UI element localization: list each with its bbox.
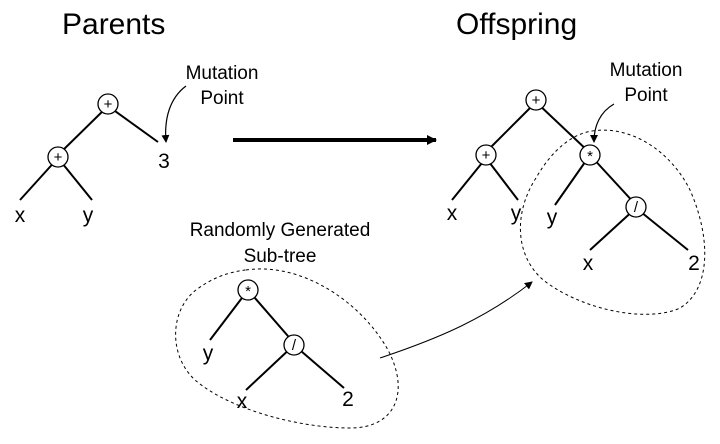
offspring-leaf-y: y: [511, 202, 522, 225]
offspring-div-leaf-x: x: [583, 252, 594, 275]
random-mult-operator: *: [245, 283, 251, 300]
random-subtree-outline: [175, 268, 399, 429]
random-leaf-x: x: [237, 390, 248, 413]
parent-root-node: [97, 93, 119, 115]
parent-leaf-y: y: [83, 204, 94, 227]
random-subtree-label-line1: Randomly Generated: [190, 220, 371, 241]
offspring-div-operator: /: [634, 199, 639, 216]
offspring-root-operator: +: [532, 92, 541, 109]
offspring-left-operator: +: [482, 147, 491, 164]
edge: [451, 157, 487, 201]
edge: [293, 344, 345, 389]
offspring-root-node: [525, 89, 547, 111]
random-mult-node: [237, 279, 259, 301]
parent-root-operator: +: [104, 96, 113, 113]
edge: [485, 101, 537, 153]
edge: [247, 289, 295, 344]
offspring-mult-node: [579, 144, 601, 166]
parent-mutation-label-line2: Point: [200, 88, 244, 109]
random-subtree-label-line2: Sub-tree: [244, 246, 317, 267]
parent-leaf-3: 3: [158, 150, 170, 173]
random-div-node: [283, 334, 305, 356]
offspring-mutation-pointer: [590, 103, 615, 143]
parent-tree: + + 3 x y: [15, 93, 170, 227]
offspring-mult-leaf-y: y: [547, 206, 558, 229]
edge: [245, 344, 295, 391]
edge: [589, 207, 637, 251]
offspring-left-node: [475, 144, 497, 166]
random-leaf-2: 2: [342, 388, 354, 411]
offspring-div-leaf-2: 2: [688, 252, 700, 275]
edge: [485, 157, 519, 201]
edge: [57, 105, 109, 156]
offspring-heading: Offspring: [456, 8, 577, 41]
parent-left-node: [47, 146, 69, 168]
random-div-operator: /: [292, 337, 297, 354]
offspring-mutation-label-line2: Point: [624, 85, 668, 106]
parent-mutation-pointer: [161, 85, 187, 143]
parent-mutation-label-line1: Mutation: [186, 63, 259, 84]
parent-left-operator: +: [54, 149, 63, 166]
random-subtree: * / y x 2: [175, 268, 399, 429]
subtree-insertion-arrow: [379, 281, 533, 359]
edge: [589, 154, 637, 206]
offspring-div-node: [625, 196, 647, 218]
edge: [535, 101, 591, 154]
offspring-mult-operator: *: [587, 148, 593, 165]
offspring-tree: + + * / x y y x 2: [447, 89, 706, 315]
random-leaf-y: y: [203, 342, 214, 365]
offspring-leaf-x: x: [447, 202, 458, 225]
parents-heading: Parents: [62, 8, 165, 41]
edge: [107, 105, 159, 143]
edge: [635, 207, 689, 251]
offspring-mutation-label-line1: Mutation: [610, 60, 683, 81]
parent-leaf-x: x: [15, 204, 26, 227]
offspring-subtree-outline: [519, 129, 706, 315]
